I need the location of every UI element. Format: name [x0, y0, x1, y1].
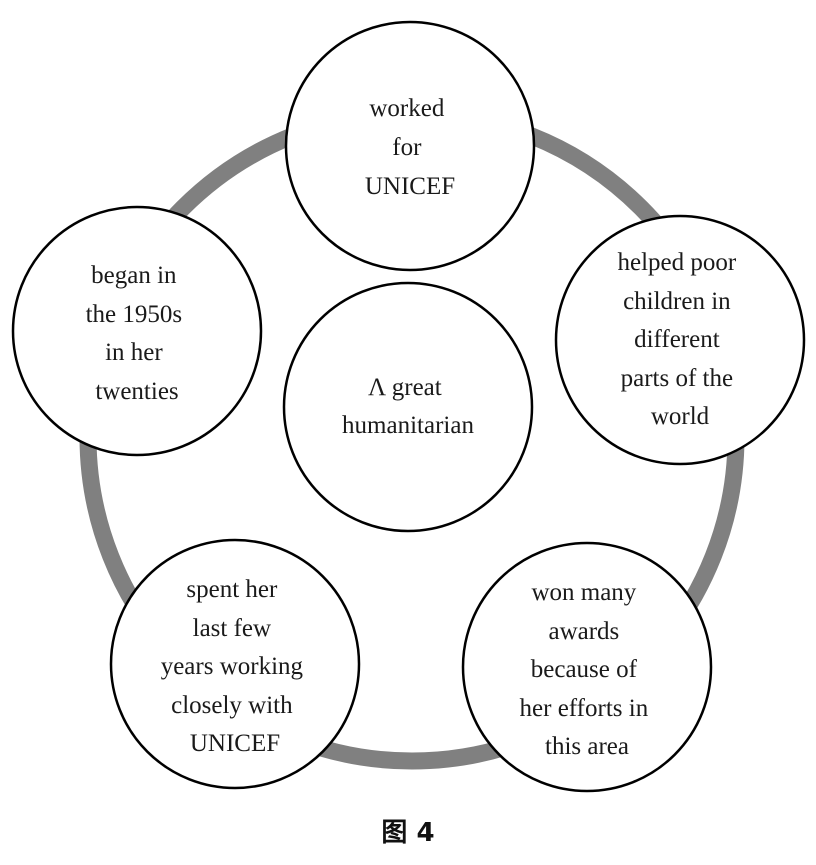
node-bottom-left-line: closely with: [171, 692, 293, 719]
node-bottom-left-line: last few: [193, 615, 271, 642]
node-bottom-right-line: won many: [531, 579, 636, 606]
node-bottom-left-label: spent her last few years working closely…: [161, 576, 310, 757]
node-bottom-left-line: years working: [161, 653, 304, 680]
node-right-line: helped poor: [618, 249, 737, 276]
node-right-circle: [554, 214, 806, 466]
node-top-label: worked for UNICEF: [365, 95, 455, 200]
node-left: began in the 1950s in her twenties: [11, 205, 263, 457]
node-right-line: different: [634, 326, 720, 353]
node-center-circle: [282, 281, 534, 533]
node-bottom-left: spent her last few years working closely…: [109, 538, 361, 790]
node-right-label: helped poor children in different parts …: [618, 249, 743, 430]
node-bottom-left-line: UNICEF: [190, 730, 280, 757]
figure-caption: 图 4: [381, 818, 435, 848]
node-bottom-right-line: awards: [548, 618, 619, 645]
node-center-label: Λ great humanitarian: [342, 374, 474, 439]
node-bottom-right-label: won many awards because of her efforts i…: [520, 579, 655, 760]
node-bottom-right: won many awards because of her efforts i…: [461, 541, 713, 793]
node-bottom-right-line: this area: [545, 733, 629, 760]
node-top-circle: [284, 20, 536, 272]
node-left-line: the 1950s: [86, 301, 183, 328]
node-top-line: for: [392, 134, 422, 161]
node-bottom-left-circle: [109, 538, 361, 790]
node-center: Λ great humanitarian: [282, 281, 534, 533]
node-top-line: worked: [369, 95, 444, 122]
node-left-line: in her: [105, 339, 163, 366]
node-left-line: began in: [91, 262, 177, 289]
node-top: worked for UNICEF: [284, 20, 536, 272]
node-top-line: UNICEF: [365, 173, 455, 200]
node-bottom-right-circle: [461, 541, 713, 793]
node-bottom-left-line: spent her: [186, 576, 278, 603]
node-bottom-right-line: because of: [531, 656, 638, 683]
node-left-line: twenties: [95, 378, 178, 405]
node-left-label: began in the 1950s in her twenties: [86, 262, 189, 405]
node-right: helped poor children in different parts …: [554, 214, 806, 466]
node-right-line: parts of the: [621, 365, 733, 392]
node-right-line: world: [651, 403, 710, 430]
node-center-line: humanitarian: [342, 412, 474, 439]
node-left-circle: [11, 205, 263, 457]
node-right-line: children in: [623, 288, 731, 315]
node-center-line: Λ great: [368, 374, 442, 401]
node-bottom-right-line: her efforts in: [520, 695, 649, 722]
